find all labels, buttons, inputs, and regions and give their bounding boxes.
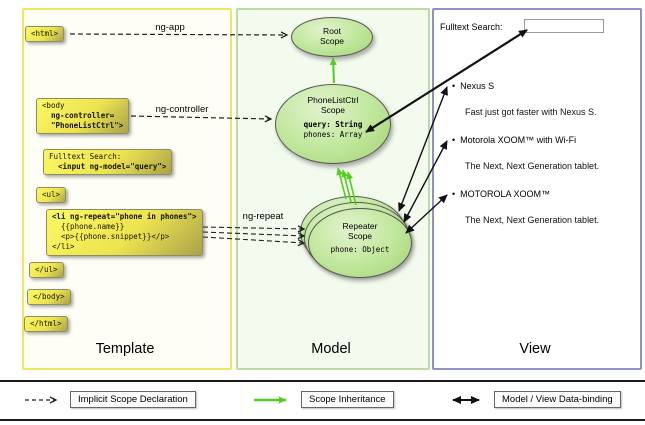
code-snippet-ul-open: <ul>	[36, 187, 67, 204]
legend-item-scope-inheritance: Scope Inheritance	[253, 391, 394, 408]
code-line: <ul>	[42, 190, 61, 199]
legend-item-implicit-scope: Implicit Scope Declaration	[24, 391, 196, 408]
scope-prop-phone: phone: Object	[330, 244, 390, 254]
scope-name: Root	[323, 26, 341, 37]
code-line: Fulltext Search:	[49, 152, 122, 161]
list-item-xoom: • MOTOROLA XOOM™ The Next, Next Generatio…	[452, 189, 630, 226]
code-line: </body>	[33, 292, 65, 301]
scope-prop-phones: phones: Array	[303, 130, 363, 140]
phonelistctrl-scope-ellipse: PhoneListCtrl Scope query: String phones…	[275, 84, 391, 164]
list-item-xoom-wifi: • Motorola XOOM™ with Wi-Fi The Next, Nex…	[452, 135, 630, 172]
legend-label: Model / View Data-binding	[494, 391, 621, 408]
bullet-icon: •	[452, 189, 456, 199]
green-arrow-icon	[254, 396, 287, 403]
code-snippet-body-open: <body ng-controller= "PhoneListCtrl">	[36, 98, 130, 135]
scope-name: Scope	[320, 104, 346, 115]
legend-divider-bottom	[0, 419, 645, 421]
list-item-nexus: • Nexus S Fast just got faster with Nexus…	[452, 81, 630, 118]
view-column-label: View	[519, 341, 551, 357]
item-desc: Fast just got faster with Nexus S.	[465, 107, 597, 117]
item-title: Motorola XOOM™ with Wi-Fi	[460, 135, 577, 145]
repeater-scope-ellipse-front: Repeater Scope phone: Object	[308, 208, 412, 278]
code-line: <li ng-repeat="phone in phones">	[52, 212, 197, 221]
code-line: </ul>	[35, 265, 58, 274]
code-line: <input ng-model="query">	[49, 162, 167, 172]
ng-repeat-label: ng-repeat	[242, 211, 284, 222]
legend-label: Implicit Scope Declaration	[70, 391, 196, 408]
item-title: MOTOROLA XOOM™	[460, 189, 551, 199]
item-title: Nexus S	[460, 81, 495, 91]
view-search-input[interactable]	[524, 19, 604, 33]
code-line: <p>{{phone.snippet}}</p>	[52, 232, 170, 242]
code-line: <body	[42, 101, 65, 110]
code-snippet-body-close: </body>	[27, 289, 71, 306]
scope-name: Scope	[319, 36, 345, 46]
template-column-label: Template	[95, 341, 155, 357]
code-line: </html>	[30, 319, 62, 328]
code-line: <html>	[31, 29, 59, 38]
code-line: {{phone.name}}	[52, 222, 125, 232]
scope-name: PhoneListCtrl	[307, 95, 359, 105]
view-search-label: Fulltext Search:	[440, 22, 503, 32]
code-line: ng-controller=	[42, 111, 115, 121]
scope-prop-query: query: String	[303, 119, 363, 129]
legend-label: Scope Inheritance	[301, 391, 394, 408]
code-snippet-fulltext-search: Fulltext Search: <input ng-model="query"…	[43, 149, 173, 176]
code-line: </li>	[52, 242, 75, 252]
code-snippet-html-open: <html>	[25, 26, 65, 43]
legend-divider-top	[0, 380, 645, 382]
code-snippet-ul-close: </ul>	[29, 262, 64, 279]
item-desc: The Next, Next Generation tablet.	[465, 215, 600, 225]
code-line: "PhoneListCtrl">	[42, 121, 124, 131]
item-desc: The Next, Next Generation tablet.	[465, 161, 600, 171]
double-arrow-icon	[452, 395, 480, 404]
ng-app-label: ng-app	[155, 22, 185, 33]
scope-name: Repeater	[342, 221, 378, 231]
dashed-arrow-icon	[25, 395, 58, 404]
bullet-icon: •	[452, 81, 456, 91]
model-column	[236, 8, 430, 370]
ng-controller-label: ng-controller	[155, 104, 209, 115]
root-scope-ellipse: Root Scope	[291, 17, 373, 57]
code-snippet-html-close: </html>	[24, 316, 68, 333]
scope-name: Scope	[347, 230, 373, 241]
bullet-icon: •	[452, 135, 456, 145]
legend-item-data-binding: Model / View Data-binding	[446, 391, 621, 408]
code-snippet-li-repeat: <li ng-repeat="phone in phones"> {{phone…	[46, 209, 203, 256]
model-column-label: Model	[311, 341, 351, 357]
